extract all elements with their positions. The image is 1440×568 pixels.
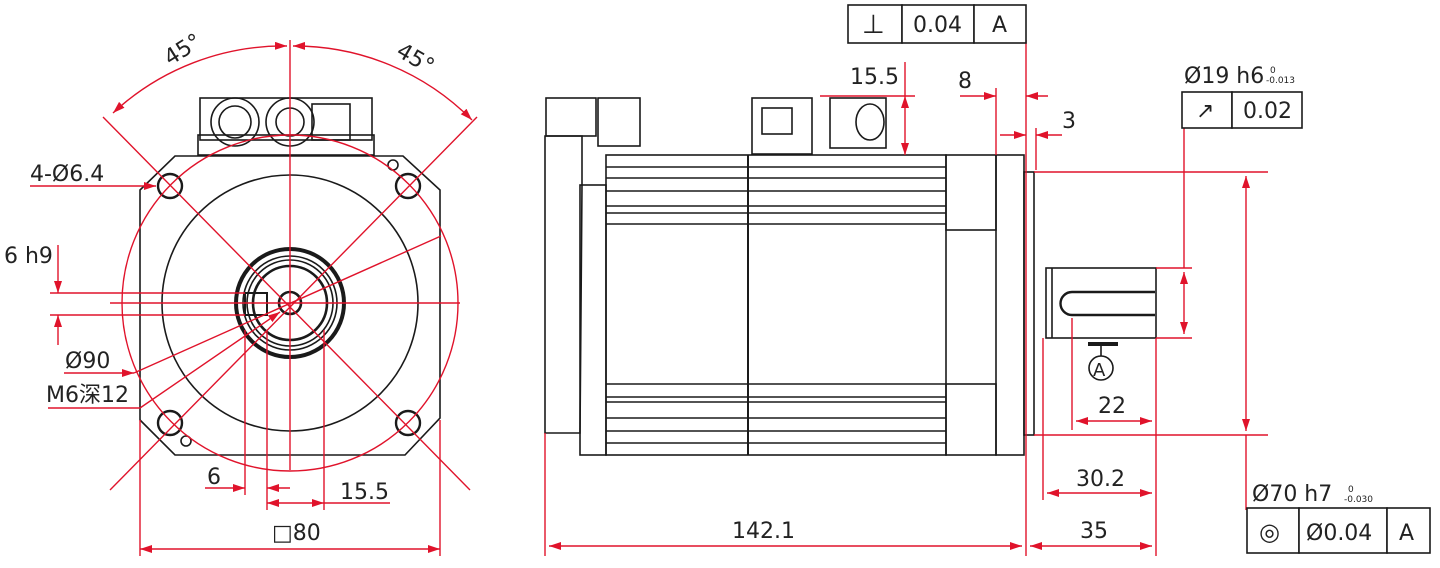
perpendicularity-datum: A <box>992 13 1007 38</box>
perpendicularity-symbol: ⊥ <box>862 10 885 40</box>
rear-cover <box>544 135 583 434</box>
shaft-usable-length-label: 30.2 <box>1076 467 1125 492</box>
body-ribs <box>606 166 946 444</box>
body-length-label: 142.1 <box>732 519 795 544</box>
spigot-tol-upper: 0 <box>1348 485 1354 495</box>
front-flange <box>139 155 441 456</box>
shaft-tol-lower: -0.013 <box>1266 76 1295 86</box>
spigot-length-label: 3 <box>1062 109 1076 134</box>
fcf-perpendicularity: ⊥ 0.04 A <box>847 4 1027 44</box>
bolt-circle-label: Ø90 <box>65 349 110 374</box>
spigot-tol-lower: -0.030 <box>1344 495 1373 505</box>
spigot-diameter-label: Ø70 h7 <box>1252 482 1332 507</box>
key-offset-label: 6 <box>207 465 221 490</box>
runout-value: 0.02 <box>1243 99 1292 124</box>
key-length-label: 22 <box>1098 394 1126 419</box>
shaft-tol-upper: 0 <box>1270 66 1276 76</box>
flange-thickness-label: 8 <box>958 69 972 94</box>
side-connectors <box>545 97 887 155</box>
shaft <box>1045 267 1157 339</box>
side-dimension-lines <box>544 40 1268 556</box>
angle-right-label: 45° <box>392 39 438 80</box>
spigot <box>1023 171 1035 436</box>
angle-left-label: 45° <box>160 29 206 71</box>
front-dimension-lines <box>30 40 478 556</box>
fcf-runout: ↗ 0.02 <box>1181 91 1303 129</box>
key-width-label: 6 h9 <box>4 244 53 269</box>
fcf-concentricity: ◎ Ø0.04 A <box>1246 507 1431 554</box>
concentricity-symbol: ◎ <box>1259 518 1280 546</box>
motor-body <box>605 154 947 456</box>
front-view: 45° 45° 4-Ø6.4 6 h9 Ø90 M6深12 6 15.5 □80 <box>4 29 478 556</box>
concentricity-datum: A <box>1399 521 1414 546</box>
perpendicularity-value: 0.04 <box>913 13 962 38</box>
shaft-keyway <box>1059 290 1155 317</box>
key-height-label: 15.5 <box>340 480 389 505</box>
mount-holes-label: 4-Ø6.4 <box>30 162 104 187</box>
side-view: A <box>544 40 1373 556</box>
center-thread-label: M6深12 <box>46 383 129 408</box>
shaft-diameter-label: Ø19 h6 <box>1184 64 1264 89</box>
shaft-length-label: 35 <box>1080 519 1108 544</box>
mount-holes <box>156 159 422 447</box>
flange-square-label: □80 <box>272 521 321 546</box>
datum-a-label: A <box>1093 360 1106 381</box>
key-slot <box>244 292 268 316</box>
runout-symbol: ↗ <box>1196 99 1214 124</box>
front-connectors <box>197 97 375 156</box>
connector-height-label: 15.5 <box>850 65 899 90</box>
concentricity-value: Ø0.04 <box>1306 521 1372 546</box>
